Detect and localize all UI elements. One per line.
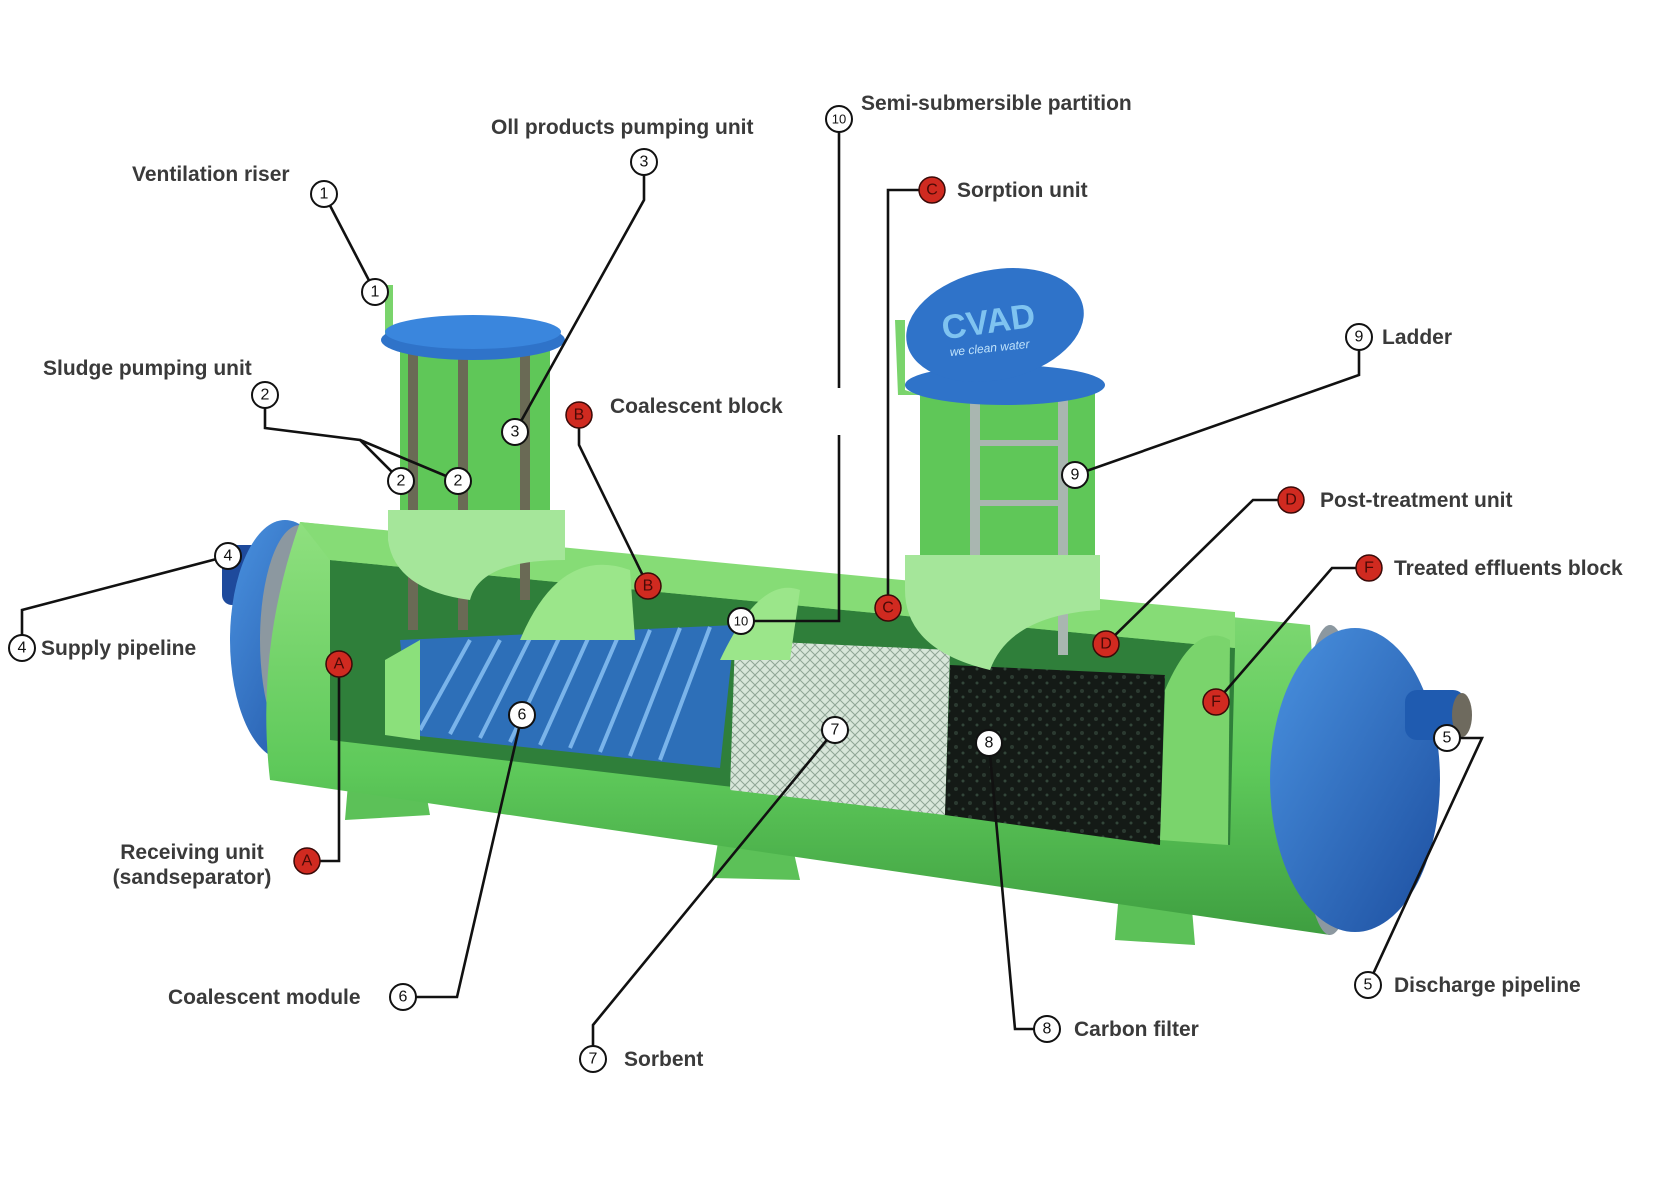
marker-b-point: B [634, 572, 662, 600]
svg-text:9: 9 [1355, 329, 1364, 346]
svg-text:2: 2 [261, 387, 270, 404]
label-coalescent-block: Coalescent block [610, 395, 783, 418]
marker-5-point: 5 [1433, 724, 1461, 752]
vent-pipe [895, 320, 920, 395]
coalescent-block-partition [520, 564, 635, 640]
label-ladder: Ladder [1382, 326, 1452, 349]
label-sorbent: Sorbent [624, 1048, 703, 1071]
svg-text:B: B [574, 407, 585, 424]
svg-text:9: 9 [1071, 467, 1080, 484]
marker-2-callout: 2 [251, 381, 279, 409]
svg-text:6: 6 [518, 707, 527, 724]
svg-text:4: 4 [224, 548, 233, 565]
pipe-end [1452, 693, 1472, 737]
svg-text:6: 6 [399, 989, 408, 1006]
svg-text:8: 8 [1043, 1021, 1052, 1038]
marker-5-callout: 5 [1354, 971, 1382, 999]
label-post-treatment-unit: Post-treatment unit [1320, 489, 1513, 512]
marker-2-point: 2 [444, 467, 472, 495]
open-lid [906, 268, 1084, 382]
label-oil-products-pumping-unit: Oll products pumping unit [491, 116, 753, 139]
marker-b-callout: B [565, 401, 593, 429]
marker-7-point: 7 [821, 716, 849, 744]
svg-text:A: A [302, 853, 313, 870]
svg-text:A: A [334, 656, 345, 673]
svg-text:B: B [643, 578, 654, 595]
svg-text:1: 1 [320, 186, 329, 203]
marker-4-point: 4 [214, 542, 242, 570]
svg-text:8: 8 [985, 735, 994, 752]
marker-8-callout: 8 [1033, 1015, 1061, 1043]
label-supply-pipeline: Supply pipeline [41, 637, 196, 660]
svg-text:C: C [882, 600, 894, 617]
riser-collar [905, 555, 1100, 670]
svg-text:C: C [926, 182, 938, 199]
svg-text:4: 4 [18, 640, 27, 657]
label-coalescent-module: Coalescent module [168, 986, 361, 1009]
label-treated-effluents-block: Treated effluents block [1394, 557, 1623, 580]
marker-6-point: 6 [508, 701, 536, 729]
marker-6-callout: 6 [389, 983, 417, 1011]
marker-f-callout: F [1355, 554, 1383, 582]
svg-text:2: 2 [397, 473, 406, 490]
svg-text:5: 5 [1443, 730, 1452, 747]
left-riser [381, 285, 565, 630]
treated-effluents-partition [1160, 635, 1230, 845]
marker-4-callout: 4 [8, 634, 36, 662]
marker-c-point: C [874, 594, 902, 622]
marker-10-point: 10 [727, 607, 755, 635]
marker-8-point: 8 [975, 729, 1003, 757]
svg-text:D: D [1100, 636, 1112, 653]
svg-text:7: 7 [831, 722, 840, 739]
marker-d-point: D [1092, 630, 1120, 658]
label-carbon-filter: Carbon filter [1074, 1018, 1199, 1041]
label-sorption-unit: Sorption unit [957, 179, 1088, 202]
riser-collar [388, 510, 565, 600]
plate-lines [418, 626, 712, 761]
svg-text:10: 10 [832, 112, 846, 127]
marker-10-callout: 10 [825, 105, 853, 133]
ventilation-riser-pipe [385, 285, 393, 345]
marker-f-point: F [1202, 688, 1230, 716]
svg-text:2: 2 [454, 473, 463, 490]
right-end-cap [1270, 628, 1440, 932]
marker-a-callout: A [293, 847, 321, 875]
svg-text:5: 5 [1364, 977, 1373, 994]
svg-text:10: 10 [734, 614, 748, 629]
label-discharge-pipeline: Discharge pipeline [1394, 974, 1581, 997]
marker-c-callout: C [918, 176, 946, 204]
marker-9-callout: 9 [1345, 323, 1373, 351]
svg-text:D: D [1285, 492, 1297, 509]
label-sludge-pumping-unit: Sludge pumping unit [43, 357, 252, 380]
marker-1-point: 1 [361, 278, 389, 306]
marker-9-point: 9 [1061, 461, 1089, 489]
marker-d-callout: D [1277, 486, 1305, 514]
svg-text:F: F [1211, 694, 1221, 711]
right-riser: CVAD we clean water [895, 268, 1105, 670]
svg-text:F: F [1364, 560, 1374, 577]
semi-submersible-partition [720, 587, 800, 660]
svg-text:7: 7 [589, 1051, 598, 1068]
label-receiving-unit: Receiving unit [120, 841, 264, 864]
svg-text:3: 3 [511, 424, 520, 441]
svg-text:3: 3 [640, 154, 649, 171]
receiving-partition [385, 640, 420, 740]
marker-a-point: A [325, 650, 353, 678]
marker-7-callout: 7 [579, 1045, 607, 1073]
label-ventilation-riser: Ventilation riser [132, 163, 290, 186]
marker-1-callout: 1 [310, 180, 338, 208]
label-receiving-unit-sub: (sandseparator) [113, 866, 272, 889]
marker-3-callout: 3 [630, 148, 658, 176]
marker-2-point: 2 [387, 467, 415, 495]
svg-text:1: 1 [371, 284, 380, 301]
label-semi-submersible-partition: Semi-submersible partition [861, 92, 1132, 115]
lid-top [385, 315, 561, 349]
carbon-filter-block [945, 665, 1165, 845]
marker-3-point: 3 [501, 418, 529, 446]
